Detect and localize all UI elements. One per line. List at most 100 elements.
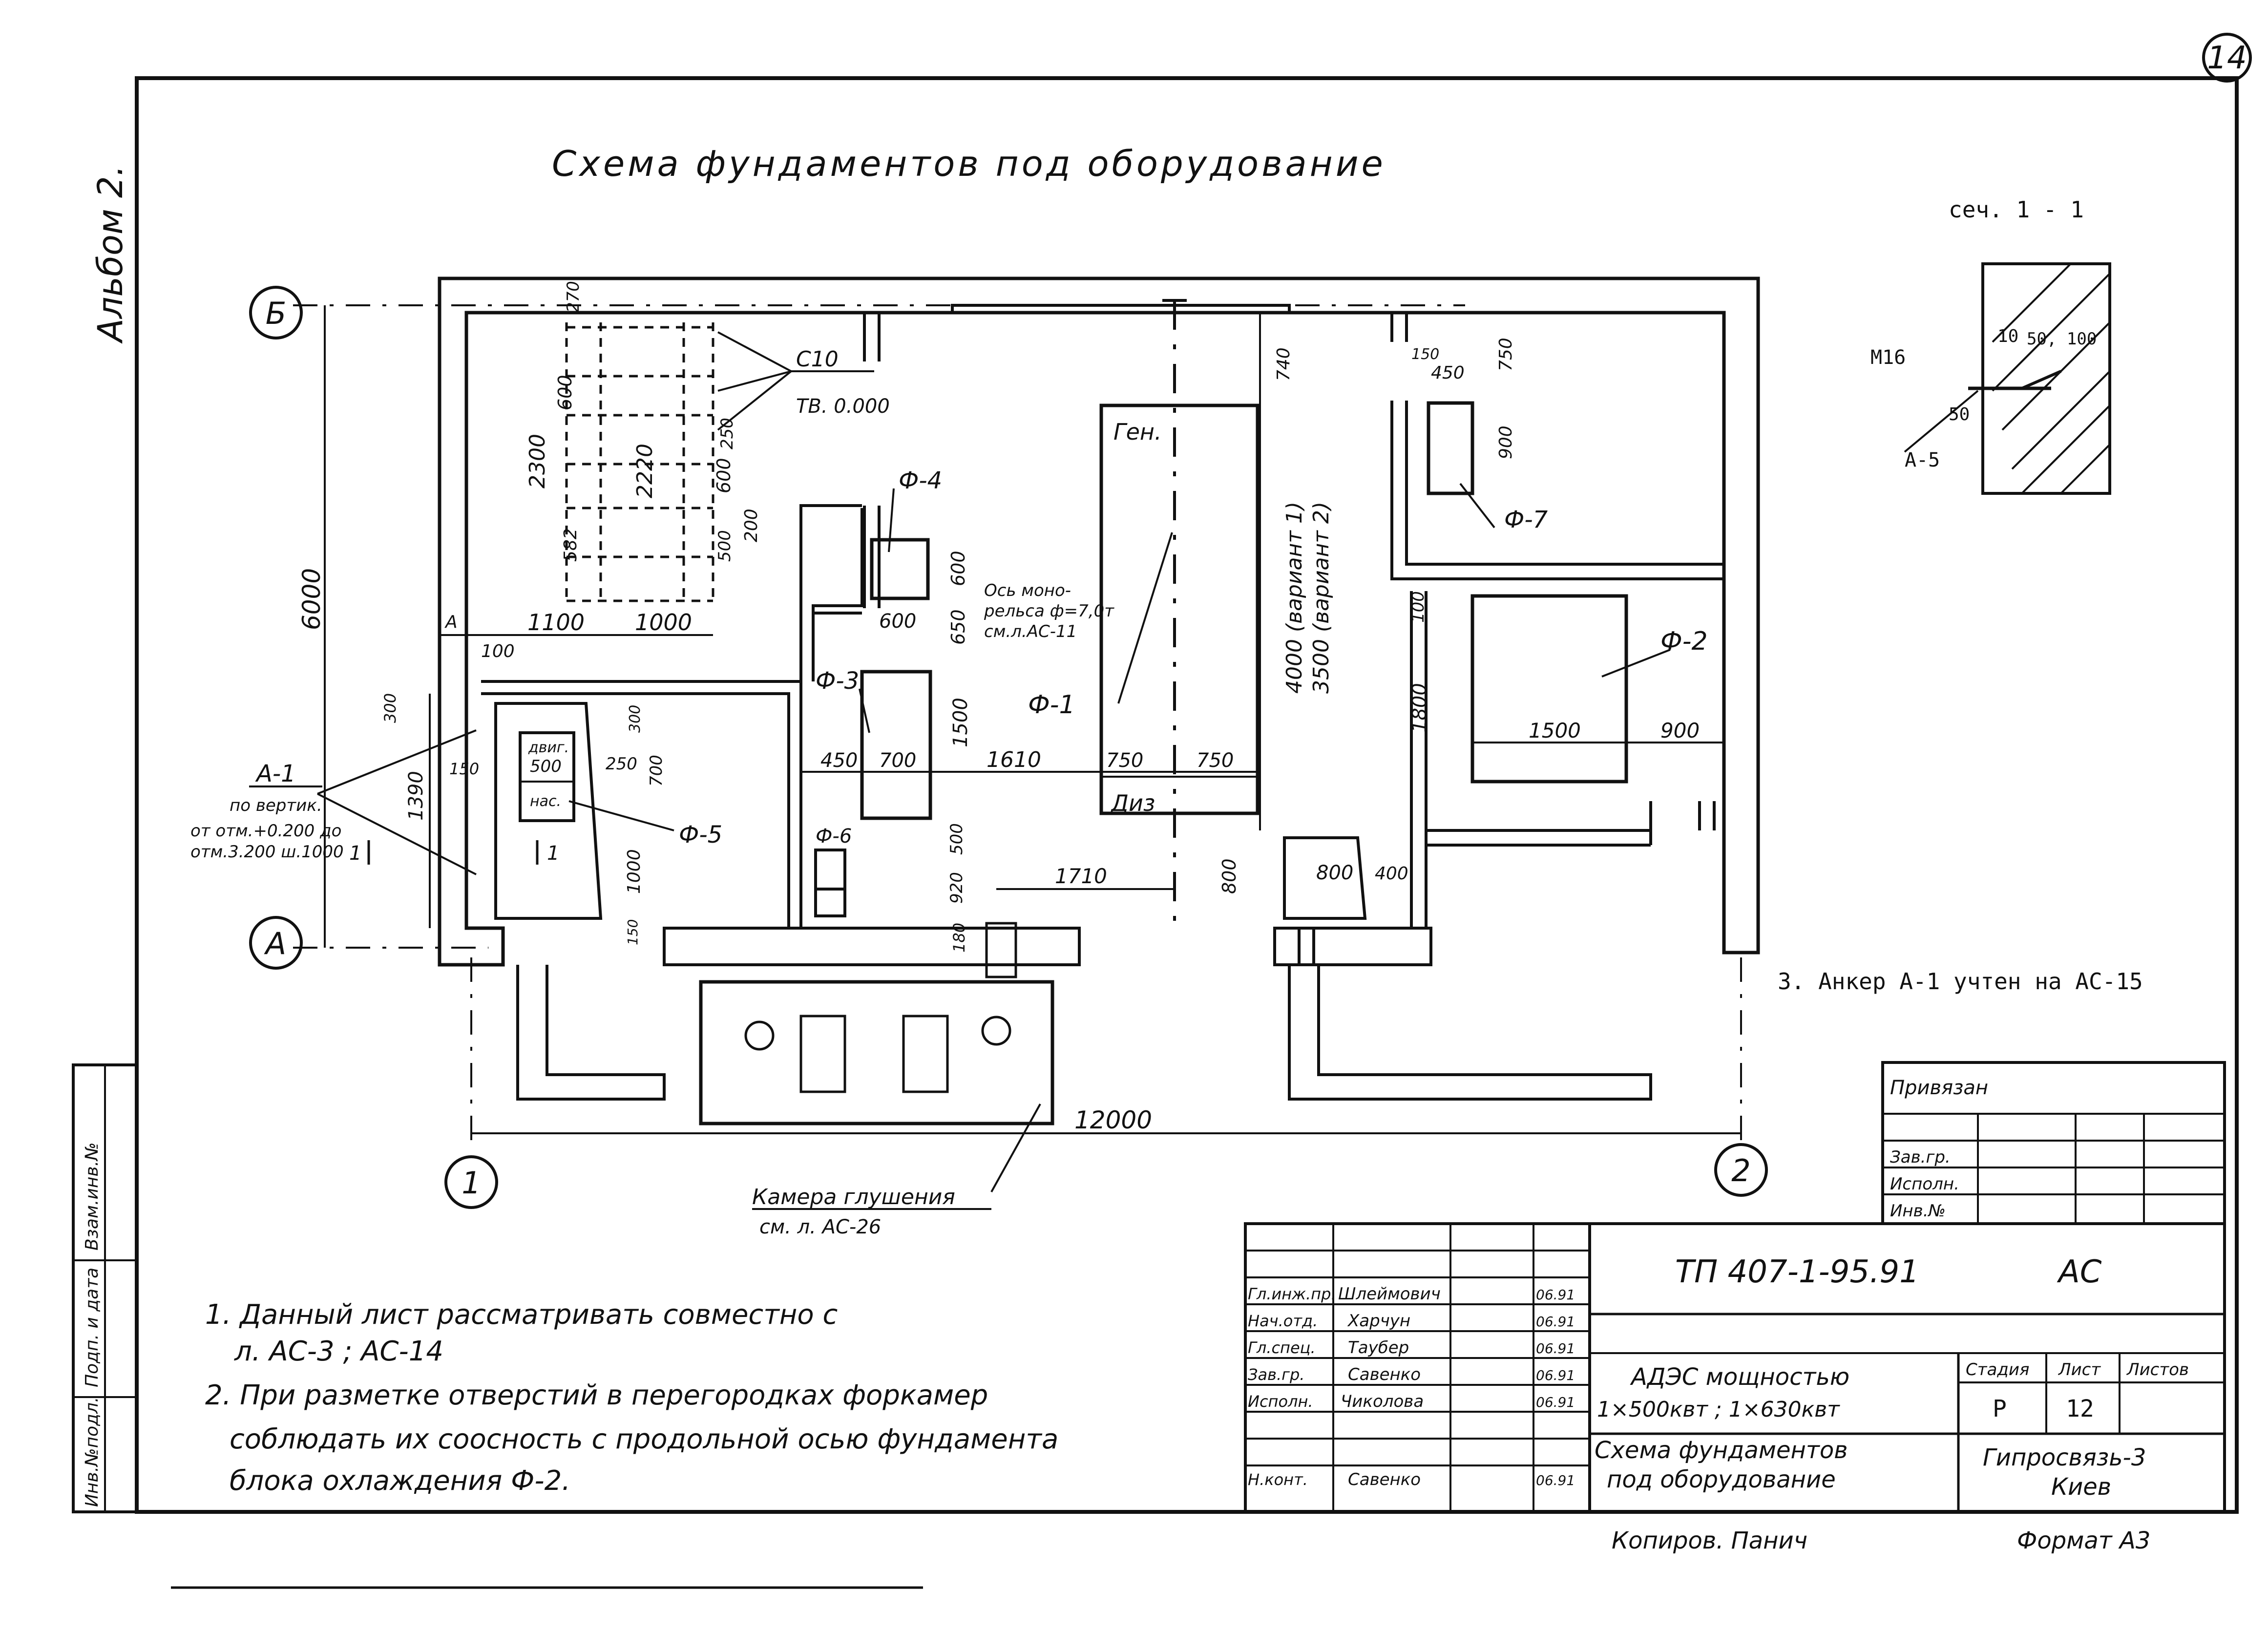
- rail-note-3: см.л.АС-11: [984, 622, 1077, 641]
- section-mark-right: 1: [547, 842, 559, 865]
- a5-leader: [1904, 390, 1979, 453]
- c10-leader-2: [717, 370, 792, 392]
- dim-6000: 6000: [297, 568, 326, 630]
- dim-600b: 600: [713, 458, 735, 493]
- sheet-name-1: Схема фундаментов: [1595, 1437, 1848, 1464]
- dim-750a: 750: [1106, 749, 1143, 772]
- dim-500: 500: [715, 530, 735, 562]
- c10-leader-1: [717, 331, 792, 372]
- dim-300a: 300: [381, 693, 399, 723]
- strip-1: Инв.№подл.: [82, 1397, 102, 1507]
- f7-foundation: [1427, 401, 1474, 495]
- staff-rows: Гл.инж.пр. Шлеймович 06.91 Нач.отд. Харч…: [1248, 1284, 1575, 1489]
- gen-label: Ген.: [1113, 419, 1162, 445]
- sheet-value: 12: [2066, 1395, 2094, 1422]
- dim-250b: 250: [606, 754, 637, 774]
- dvig-label: двиг.: [528, 739, 569, 756]
- sheets-header: Листов: [2126, 1360, 2189, 1379]
- axis-b-circle: [249, 286, 303, 340]
- dim-1800: 1800: [1408, 683, 1431, 733]
- staff-2-name: Таубер: [1348, 1338, 1409, 1358]
- dim-740: 740: [1274, 347, 1294, 381]
- sheet-frame: [135, 76, 2239, 1514]
- f1-leader: [1117, 532, 1173, 704]
- silencer-room: [516, 965, 666, 1101]
- staff-3-name: Савенко: [1348, 1365, 1421, 1384]
- kamera-2: см. л. АС-26: [759, 1216, 881, 1238]
- dim-450b: 450: [1431, 363, 1465, 383]
- note-2b: соблюдать их соосность с продольной осью…: [230, 1423, 1058, 1455]
- rail-note-1: Ось моно-: [984, 581, 1071, 600]
- doc-mark: АС: [2057, 1254, 2102, 1290]
- m16-label: М16: [1870, 346, 1906, 369]
- dim-150a: 150: [1411, 346, 1439, 363]
- f1-label: Ф-1: [1028, 690, 1075, 720]
- staff-0-name: Шлеймович: [1338, 1284, 1441, 1304]
- a1-note-2: от отм.+0.200 до: [190, 821, 341, 841]
- staff-3-date: 06.91: [1536, 1367, 1575, 1383]
- axis-a-circle: [249, 916, 303, 970]
- dim-1390: 1390: [405, 771, 427, 821]
- f5-label: Ф-5: [679, 821, 722, 849]
- dim-a-label: А: [444, 612, 458, 632]
- dim-900a: 900: [1496, 425, 1516, 459]
- pipe-hole-2: [981, 1016, 1011, 1046]
- staff-5-role: Н.конт.: [1248, 1470, 1308, 1489]
- a1-note-3: отм.3.200 ш.1000: [190, 842, 344, 862]
- section-mark-left: 1: [349, 842, 361, 865]
- silencer-room-right: [1288, 965, 1652, 1101]
- dim-270: 270: [564, 281, 583, 313]
- staff-4-date: 06.91: [1536, 1394, 1575, 1410]
- note-3: 3. Анкер А-1 учтен на АС-15: [1778, 968, 2143, 995]
- stage-value: Р: [1993, 1395, 2007, 1422]
- partition-right: [1390, 313, 1724, 580]
- note-1b: л. АС-3 ; АС-14: [234, 1336, 443, 1367]
- rail-note-2: рельса ф=7,0т: [984, 601, 1114, 621]
- note-1a: 1. Данный лист рассматривать совместно с: [205, 1299, 838, 1331]
- dim-3500: 3500 (вариант 2): [1309, 502, 1334, 694]
- dim-300b: 300: [627, 705, 644, 733]
- diz-label: Диз: [1110, 790, 1155, 816]
- staff-4-role: Исполн.: [1248, 1392, 1313, 1411]
- sheet-marker-circle: [2202, 33, 2252, 83]
- silencer-chamber: [699, 980, 1054, 1125]
- axis-2-circle: [1714, 1143, 1768, 1197]
- dim-500b: 500: [947, 823, 966, 855]
- f7-leader: [1459, 483, 1495, 529]
- staff-1-role: Нач.отд.: [1248, 1312, 1318, 1330]
- dim-1000b: 1000: [624, 849, 644, 894]
- project-1: АДЭС мощностью: [1630, 1363, 1849, 1391]
- d50-100-label: 50, 100: [2027, 329, 2097, 349]
- staff-0-role: Гл.инж.пр.: [1248, 1285, 1336, 1303]
- dim-1100: 1100: [527, 609, 585, 636]
- f3-label: Ф-3: [816, 667, 859, 695]
- kamera-1: Камера глушения: [752, 1185, 955, 1210]
- f4-foundation: [870, 538, 930, 600]
- f5-foundation: [494, 702, 603, 920]
- axis-b-label: Б: [266, 296, 287, 331]
- dim-1610: 1610: [987, 747, 1041, 772]
- dim-400: 400: [1375, 864, 1408, 884]
- silencer-box-2: [902, 1015, 949, 1093]
- dim-450: 450: [820, 749, 858, 772]
- dim-600a: 600: [554, 375, 576, 410]
- dim-100b: 100: [1408, 591, 1428, 623]
- f8-foundation: [1283, 836, 1367, 965]
- plan: Ген. Диз двиг. 500 нас.: [190, 276, 1768, 1238]
- note-2c: блока охлаждения Ф-2.: [230, 1465, 570, 1497]
- dim-12000: 12000: [1074, 1106, 1152, 1134]
- staff-0-date: 06.91: [1536, 1287, 1575, 1303]
- dim-100: 100: [481, 641, 515, 661]
- binding-r2: Исполн.: [1890, 1174, 1959, 1194]
- a5-label: А-5: [1905, 449, 1940, 471]
- org-1: Гипросвязь-3: [1983, 1444, 2146, 1471]
- sheet-header: Лист: [2058, 1360, 2101, 1379]
- section-title: сеч. 1 - 1: [1949, 196, 2084, 223]
- strip-3: Взам.инв.№: [82, 1142, 102, 1251]
- dim-200: 200: [741, 509, 761, 542]
- title-block: Гл.инж.пр. Шлеймович 06.91 Нач.отд. Харч…: [1244, 1222, 2226, 1513]
- nas-label: нас.: [530, 793, 561, 810]
- staff-3-role: Зав.гр.: [1248, 1365, 1304, 1384]
- album-label: Альбом 2.: [90, 165, 130, 344]
- strip-2: Подп. и дата: [82, 1268, 102, 1387]
